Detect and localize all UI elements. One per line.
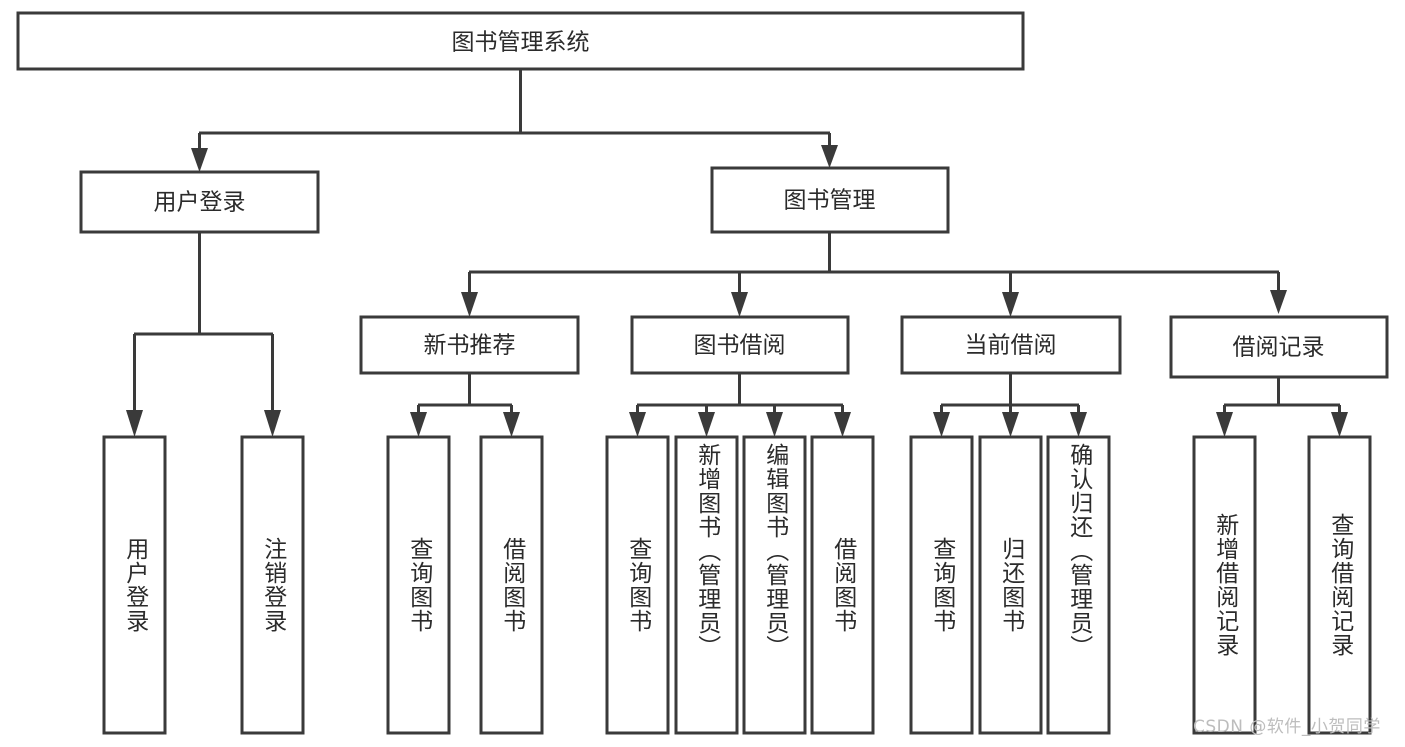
watermark-label: CSDN @软件_小贺同学	[1193, 717, 1381, 737]
node-new-book-rec[interactable]	[359, 315, 580, 375]
arrow-leaf-query-book-1	[410, 412, 427, 437]
node-borrow-record[interactable]	[1169, 315, 1389, 379]
arrow-leaf-add-book	[698, 412, 715, 437]
leaf-box-edit-book[interactable]	[742, 435, 807, 735]
node-user-login[interactable]	[79, 170, 320, 234]
arrow-leaf-query-record	[1331, 412, 1348, 437]
arrow-new-book-rec	[461, 292, 478, 317]
arrow-leaf-user-login	[126, 410, 143, 437]
node-book-manage[interactable]	[710, 166, 950, 234]
leaf-box-query-record[interactable]	[1307, 435, 1372, 735]
arrow-leaf-query-book-3	[933, 412, 950, 437]
arrow-leaf-confirm-return	[1070, 412, 1087, 437]
arrow-leaf-borrow-book-2	[834, 412, 851, 437]
node-current-borrow-label: 当前借阅	[965, 333, 1057, 359]
node-current-borrow[interactable]	[900, 315, 1122, 375]
leaf-box-add-book[interactable]	[674, 435, 739, 735]
arrow-current-borrow	[1002, 292, 1019, 317]
node-book-borrow-label: 图书借阅	[694, 333, 786, 359]
node-new-book-rec-label: 新书推荐	[424, 333, 516, 359]
node-root[interactable]	[16, 11, 1025, 71]
leaf-box-query-book-1[interactable]	[386, 435, 451, 735]
arrow-borrow-record	[1270, 290, 1287, 314]
leaf-box-return-book[interactable]	[978, 435, 1043, 735]
arrow-leaf-query-book-2	[629, 412, 646, 437]
node-borrow-record-label: 借阅记录	[1233, 335, 1325, 361]
leaf-box-borrow-book-2[interactable]	[810, 435, 875, 735]
arrow-leaf-return-book	[1002, 412, 1019, 437]
node-book-borrow[interactable]	[630, 315, 850, 375]
leaf-box-query-book-2[interactable]	[605, 435, 670, 735]
arrow-leaf-edit-book	[766, 412, 783, 437]
arrow-leaf-add-record	[1216, 412, 1233, 437]
leaf-box-user-logout[interactable]	[240, 435, 305, 735]
arrow-to-user-login	[191, 148, 208, 172]
leaf-box-user-login[interactable]	[102, 435, 167, 735]
leaf-box-borrow-book-1[interactable]	[479, 435, 544, 735]
arrow-book-borrow	[731, 292, 748, 317]
arrow-leaf-user-logout	[264, 410, 281, 437]
leaf-box-add-record[interactable]	[1192, 435, 1257, 735]
arrow-leaf-borrow-book-1	[503, 412, 520, 437]
node-book-manage-label: 图书管理	[784, 188, 876, 214]
node-root-label: 图书管理系统	[452, 30, 590, 56]
node-layer: 图书管理系统 用户登录 图书管理 新书推荐 图书借阅 当前借阅 借阅记录	[16, 11, 1389, 735]
connector-layer	[126, 69, 1348, 437]
leaf-box-query-book-3[interactable]	[909, 435, 974, 735]
arrow-to-book-manage	[821, 145, 838, 168]
node-user-login-label: 用户登录	[154, 190, 246, 216]
leaf-box-confirm-return[interactable]	[1046, 435, 1111, 735]
